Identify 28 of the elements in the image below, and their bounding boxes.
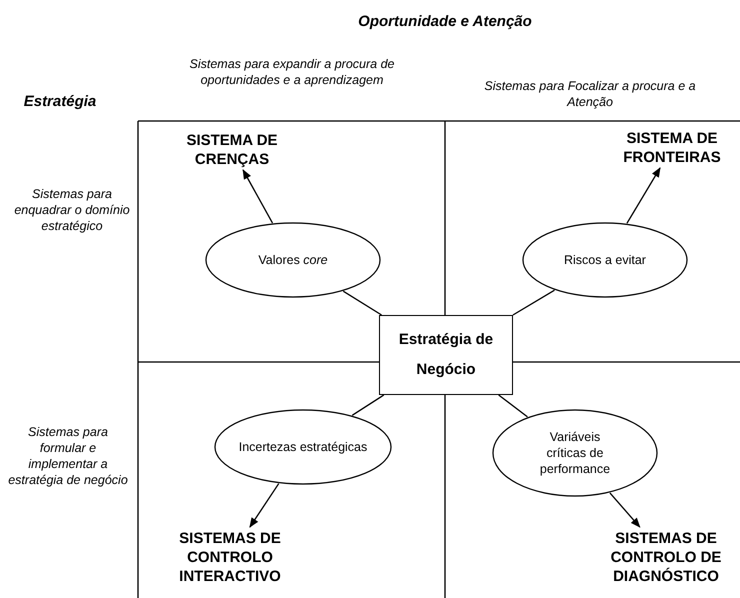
- process-box: [379, 315, 513, 395]
- node-text: Incertezas estratégicas: [238, 439, 368, 455]
- arrow: [609, 492, 640, 528]
- node-text: Riscos a evitar: [564, 252, 646, 268]
- axis-heading: Estratégia: [22, 94, 98, 110]
- connector-line: [512, 290, 555, 316]
- quadrant-title: SISTEMAS DE CONTROLO INTERACTIVO: [178, 528, 282, 586]
- quadrant-title: SISTEMA DE FRONTEIRAS: [622, 129, 722, 167]
- node-text: Valores core: [258, 252, 328, 268]
- ellipse-node: [522, 222, 688, 298]
- connector-line: [342, 290, 382, 316]
- ellipse-node: [205, 222, 381, 298]
- quadrant-title: SISTEMA DE CRENÇAS: [185, 131, 279, 169]
- arrow: [242, 169, 274, 224]
- column-description: Sistemas para expandir a procura de oportunidades e a aprendizagem: [188, 56, 396, 88]
- axis-heading: Oportunidade e Atenção: [357, 14, 533, 30]
- ellipse-node: [492, 409, 658, 497]
- row-description: Sistemas para enquadrar o domínio estratégico: [13, 186, 131, 234]
- quadrant-title: SISTEMAS DE CONTROLO DE DIAGNÓSTICO: [610, 528, 722, 586]
- ellipse-node: [214, 409, 392, 485]
- arrow: [249, 483, 280, 528]
- row-description: Sistemas para formular e implementar a estratégia de negócio: [7, 424, 129, 488]
- arrow: [626, 167, 661, 224]
- node-text: Estratégia de Negócio: [398, 330, 494, 380]
- connector-line: [498, 394, 528, 418]
- column-description: Sistemas para Focalizar a procura e a Atenção: [483, 78, 697, 110]
- connector-line: [352, 394, 384, 416]
- node-text: Variáveis críticas de performance: [538, 429, 612, 477]
